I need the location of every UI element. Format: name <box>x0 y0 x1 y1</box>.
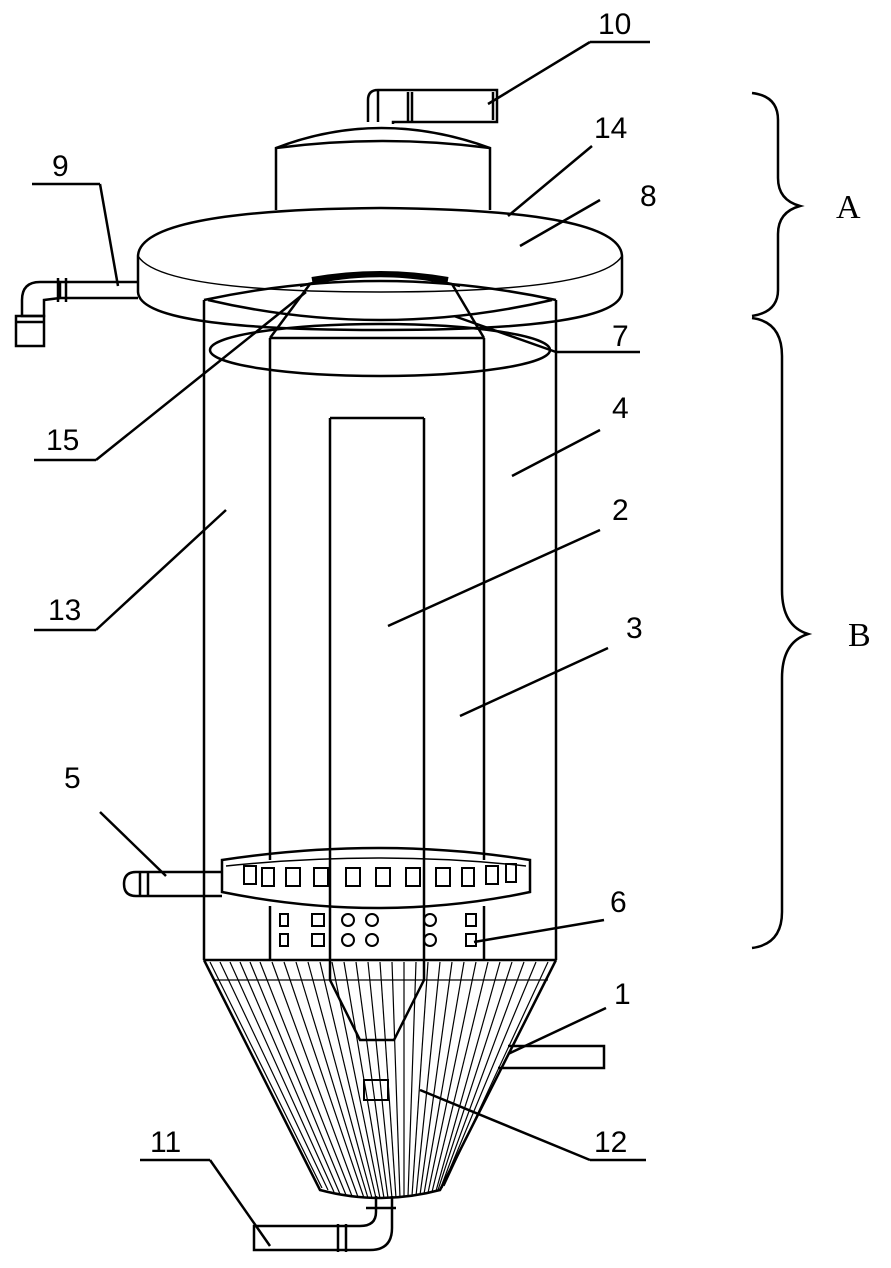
cone-hopper <box>202 959 558 1200</box>
label-5: 5 <box>64 762 81 795</box>
label-11: 11 <box>150 1126 181 1159</box>
leader-lines <box>32 40 650 1247</box>
label-7: 7 <box>612 320 629 353</box>
left-pipe <box>14 278 138 348</box>
label-6: 6 <box>610 886 627 919</box>
bottom-pipe <box>252 1196 396 1252</box>
distribution-ring <box>122 846 532 910</box>
label-10: 10 <box>598 8 631 41</box>
label-1: 1 <box>614 978 631 1011</box>
section-label-a: A <box>836 189 861 226</box>
label-14: 14 <box>594 112 627 145</box>
label-4: 4 <box>612 392 629 425</box>
top-outlet-pipe <box>366 88 499 124</box>
label-3: 3 <box>626 612 643 645</box>
label-2: 2 <box>612 494 629 527</box>
side-outlet-pipe <box>498 1044 606 1070</box>
inner-cylinder <box>268 336 486 860</box>
top-baffle <box>268 271 486 339</box>
label-12: 12 <box>594 1126 627 1159</box>
label-8: 8 <box>640 180 657 213</box>
brace-b <box>751 316 813 950</box>
slotted-skirt <box>268 906 486 960</box>
center-tube <box>328 416 426 980</box>
section-label-b: B <box>848 617 871 654</box>
brace-a <box>751 91 805 318</box>
label-9: 9 <box>52 150 69 183</box>
upper-disc <box>136 206 624 332</box>
top-dome <box>274 126 492 210</box>
label-13: 13 <box>48 594 81 627</box>
label-15: 15 <box>46 424 79 457</box>
